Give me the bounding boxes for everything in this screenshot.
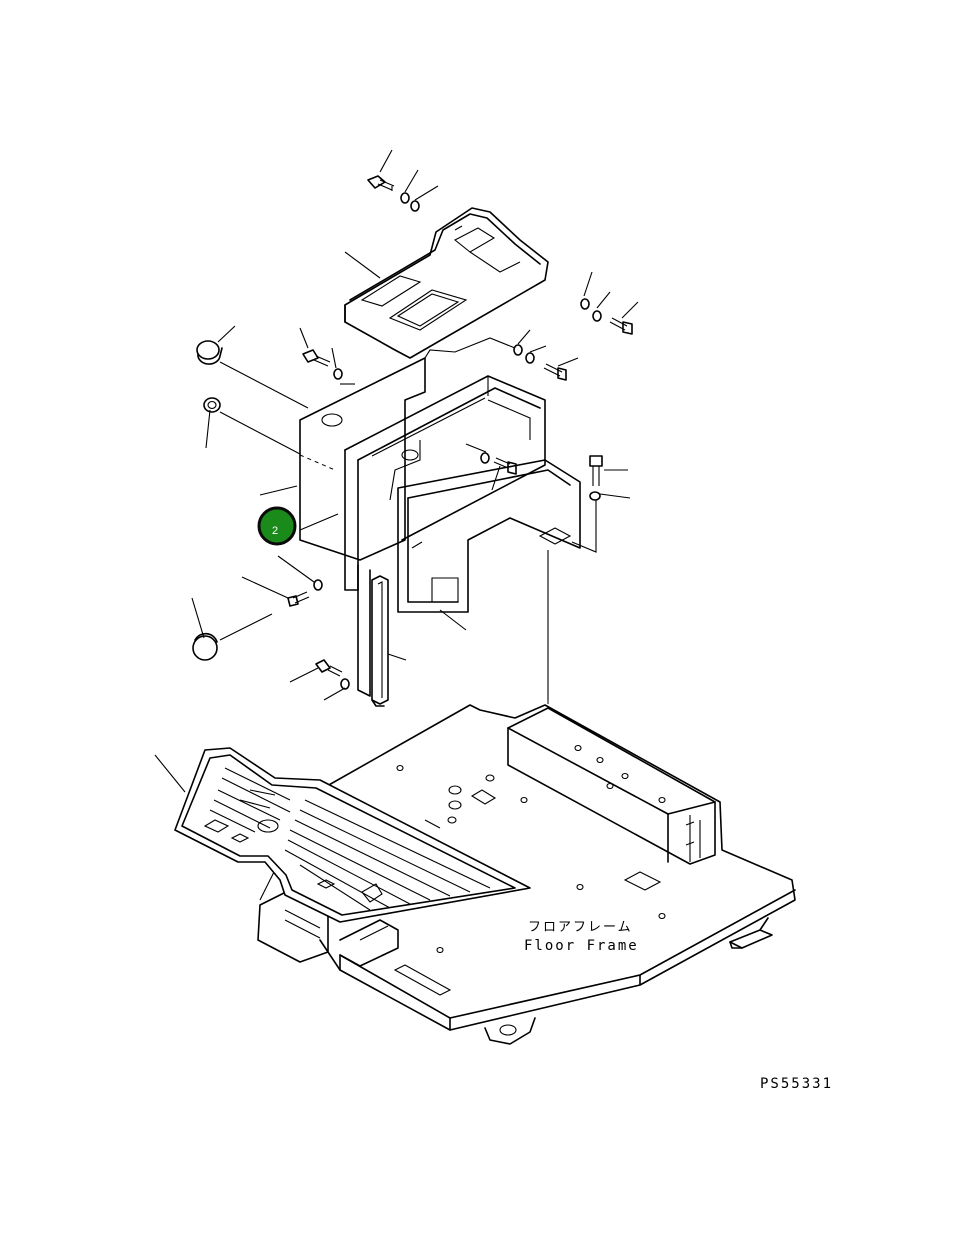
floor-mat [174, 747, 531, 923]
console-box [299, 357, 581, 707]
fasteners [192, 175, 633, 690]
console-top-cover [344, 207, 549, 359]
leader-lines [154, 149, 639, 901]
floor-frame-label-jp: フロアフレーム [528, 920, 633, 935]
callout-marker[interactable]: 2 [257, 506, 297, 546]
drawing-code: PS55331 [760, 1076, 833, 1092]
floor-frame-label-en: Floor Frame [524, 938, 639, 954]
callout-number: 2 [272, 525, 278, 537]
